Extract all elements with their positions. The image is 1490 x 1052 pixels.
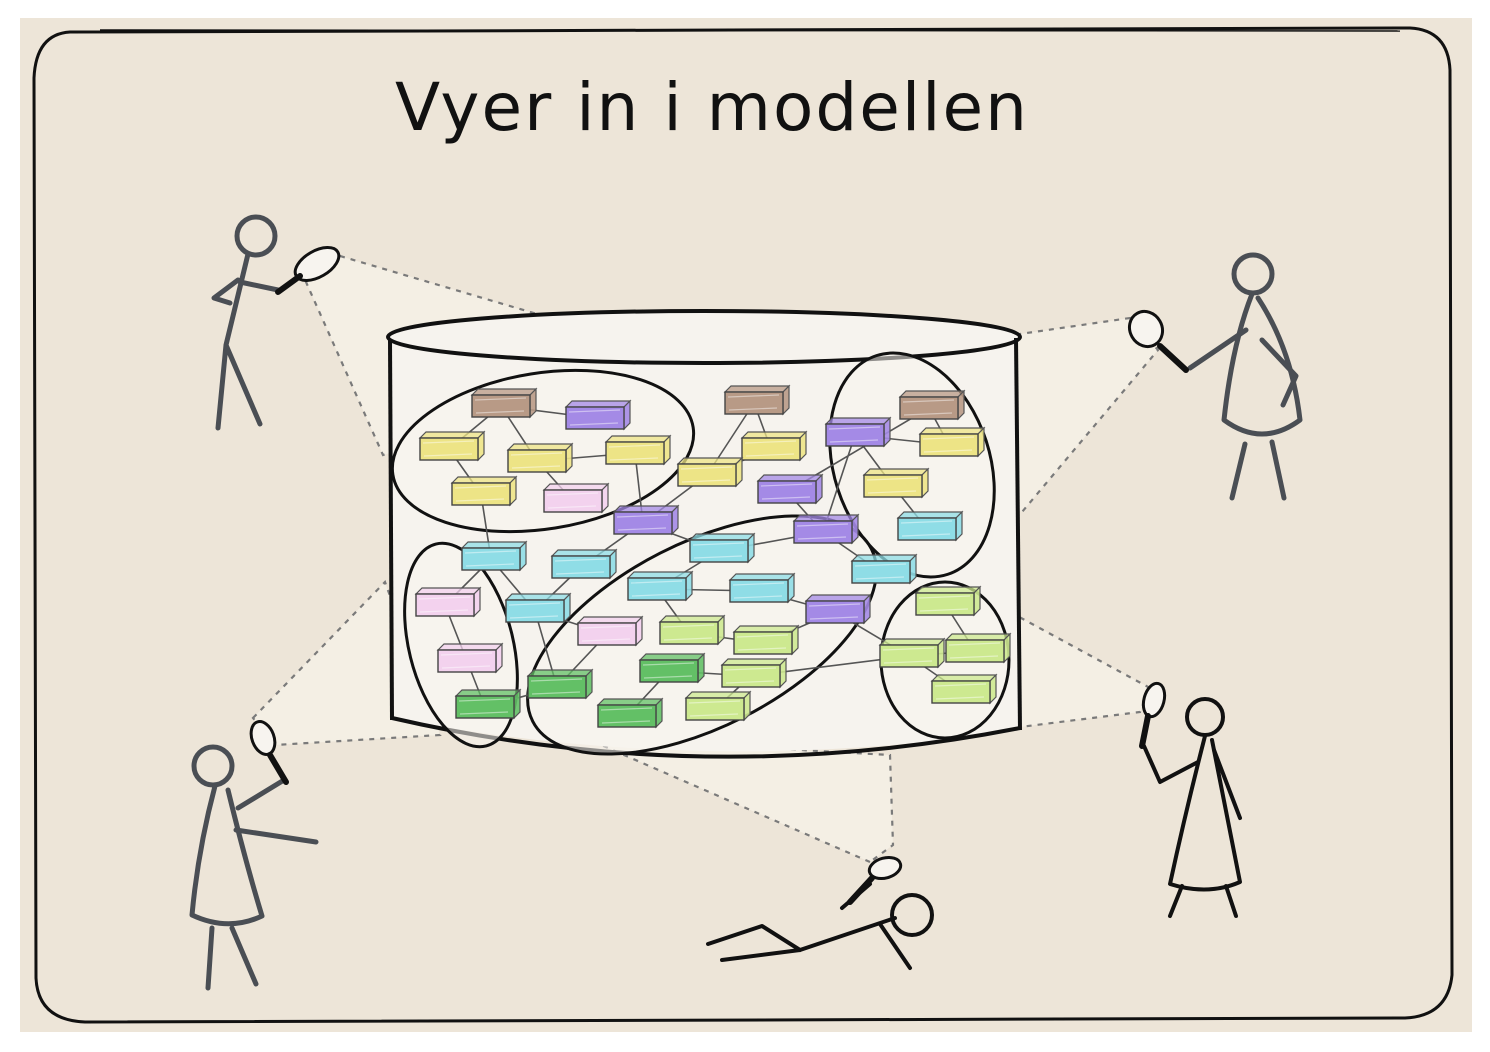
observer-limbs — [1187, 327, 1299, 501]
model-element-box — [414, 586, 482, 618]
observer-top-left — [211, 214, 341, 431]
model-element-box — [723, 384, 791, 416]
model-element-box — [898, 389, 966, 421]
model-element-box — [626, 570, 694, 602]
model-element-box — [896, 510, 964, 542]
frame-sketch-line — [99, 29, 1401, 32]
model-element-box — [804, 593, 872, 625]
model-element-box — [732, 624, 800, 656]
model-element-box — [576, 615, 644, 647]
observer-limbs — [205, 777, 319, 991]
model-element-box — [728, 572, 796, 604]
model-element-box — [878, 637, 946, 669]
observer-top-right — [1127, 252, 1303, 501]
observer-bottom-left — [189, 720, 319, 991]
observer-dress — [1168, 734, 1242, 892]
frame-border — [32, 26, 1454, 1024]
model-element-box — [676, 456, 744, 488]
model-element-box — [506, 442, 574, 474]
observer-bottom-center — [706, 855, 934, 970]
cylinder-top — [386, 309, 1022, 365]
magnifier-icon — [1127, 309, 1189, 373]
model-element-box — [454, 688, 522, 720]
observer-dress — [1221, 291, 1303, 437]
model-element-box — [684, 690, 752, 722]
observer-limbs — [1142, 744, 1242, 918]
model-element-box — [470, 387, 538, 419]
model-element-box — [460, 540, 528, 572]
model-element-box — [418, 430, 486, 462]
page-title: Vyer in i modellen — [395, 69, 1029, 146]
model-element-box — [850, 553, 918, 585]
magnifier-icon — [275, 246, 341, 295]
model-element-box — [918, 426, 986, 458]
model-element-box — [720, 657, 788, 689]
model-element-box — [542, 482, 610, 514]
model-elements — [414, 384, 1012, 729]
model-element-box — [862, 467, 930, 499]
model-element-box — [612, 504, 680, 536]
observer-head — [234, 214, 278, 258]
model-element-box — [638, 652, 706, 684]
model-element-box — [658, 614, 726, 646]
model-element-box — [436, 642, 504, 674]
model-element-box — [824, 416, 892, 448]
model-element-box — [740, 430, 808, 462]
model-element-box — [596, 697, 664, 729]
model-element-box — [914, 585, 982, 617]
observer-body — [706, 882, 912, 970]
observer-bottom-right — [1139, 681, 1242, 918]
model-element-box — [930, 673, 998, 705]
magnifier-icon — [847, 855, 903, 905]
model-element-box — [526, 668, 594, 700]
cylinder-right-wall — [1014, 337, 1022, 731]
model-element-box — [944, 632, 1012, 664]
magnifier-icon — [1139, 681, 1167, 749]
observer-dress — [189, 783, 265, 927]
cylinder-left-wall — [388, 339, 394, 721]
observer-head — [890, 893, 934, 937]
model-element-box — [688, 532, 756, 564]
model-element-box — [550, 548, 618, 580]
model-element-box — [604, 434, 672, 466]
model-element-box — [564, 399, 632, 431]
model-element-box — [504, 592, 572, 624]
model-element-box — [756, 473, 824, 505]
observer-body — [211, 251, 281, 431]
model-element-box — [450, 475, 518, 507]
magnifier-icon — [249, 720, 289, 785]
model-element-box — [792, 513, 860, 545]
beam-bottom-center — [584, 736, 895, 864]
